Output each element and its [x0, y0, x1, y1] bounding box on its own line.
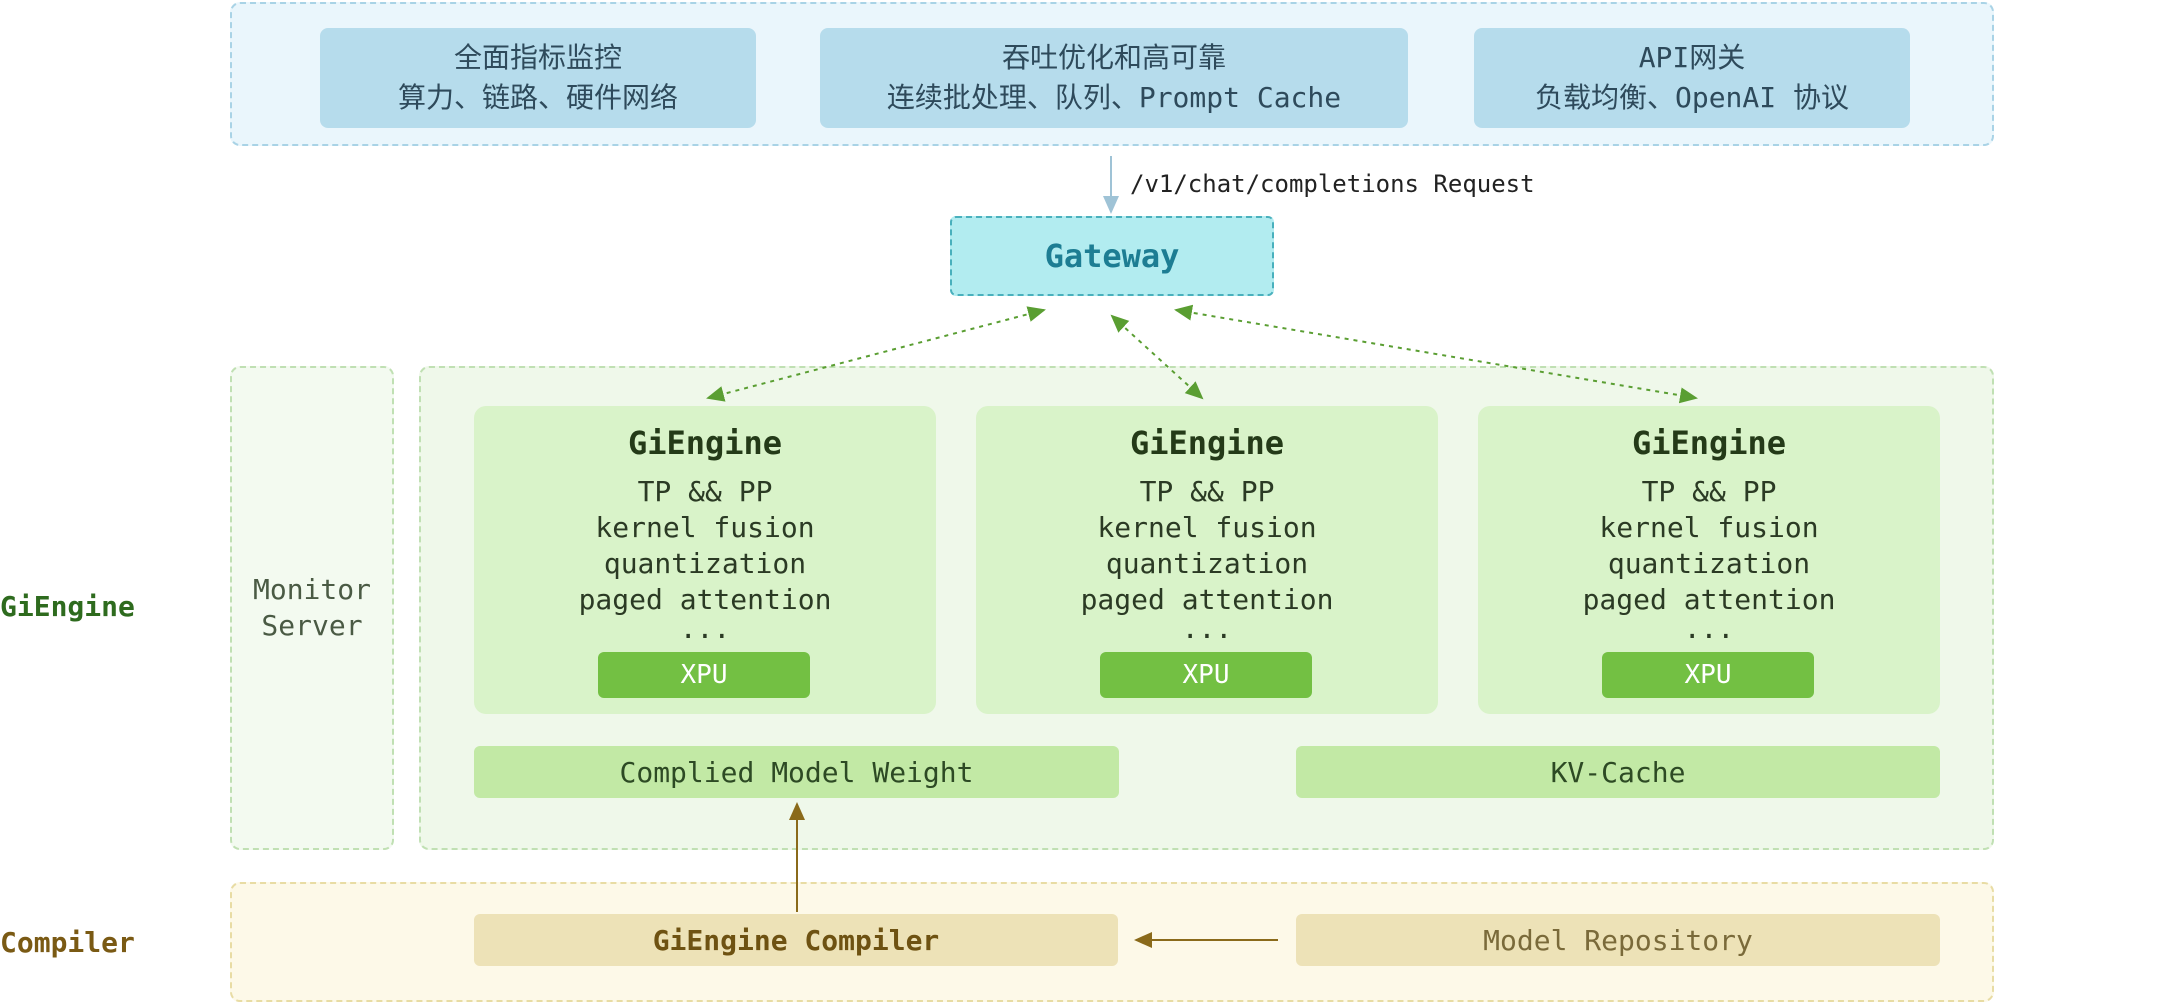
request-endpoint-label: /v1/chat/completions Request	[1130, 170, 1535, 198]
kv-cache-box: KV-Cache	[1296, 746, 1940, 798]
api-gateway-feature-box: API网关 负载均衡、OpenAI 协议	[1474, 28, 1910, 128]
xpu-badge: XPU	[1602, 652, 1814, 698]
giengine-section-label: GiEngine	[0, 590, 135, 623]
engine-title: GiEngine	[1631, 424, 1787, 462]
throughput-title: 吞吐优化和高可靠	[1001, 41, 1226, 74]
engine-feature: kernel fusion	[595, 511, 815, 544]
gateway-engine-1-arrow	[706, 306, 1046, 402]
engine-feature: paged attention	[578, 583, 832, 616]
gateway-box: Gateway	[950, 216, 1274, 296]
engine-feature: kernel fusion	[1599, 511, 1819, 544]
engine-feature: paged attention	[1582, 583, 1836, 616]
api-gateway-title: API网关	[1638, 41, 1746, 74]
monitoring-feature-box: 全面指标监控 算力、链路、硬件网络	[320, 28, 756, 128]
engine-feature-list: TP && PP kernel fusion quantization page…	[474, 474, 936, 645]
engine-feature: ...	[1683, 612, 1735, 645]
api-gateway-detail: 负载均衡、OpenAI 协议	[1534, 81, 1849, 114]
xpu-badge: XPU	[598, 652, 810, 698]
compiler-section-label: Compiler	[0, 926, 135, 959]
engine-card-2: GiEngine TP && PP kernel fusion quantiza…	[976, 406, 1438, 714]
engine-feature: quantization	[1607, 547, 1811, 580]
throughput-feature-box: 吞吐优化和高可靠 连续批处理、队列、Prompt Cache	[820, 28, 1408, 128]
monitor-line-2: Server	[261, 609, 363, 642]
top-features-band: 全面指标监控 算力、链路、硬件网络 吞吐优化和高可靠 连续批处理、队列、Prom…	[230, 2, 1994, 146]
engine-feature: TP && PP	[637, 475, 773, 508]
engine-title: GiEngine	[1129, 424, 1285, 462]
engine-feature: quantization	[1105, 547, 1309, 580]
giengine-compiler-box: GiEngine Compiler	[474, 914, 1118, 966]
model-repository-box: Model Repository	[1296, 914, 1940, 966]
engine-feature-list: TP && PP kernel fusion quantization page…	[1478, 474, 1940, 645]
engine-card-3: GiEngine TP && PP kernel fusion quantiza…	[1478, 406, 1940, 714]
engine-feature: TP && PP	[1641, 475, 1777, 508]
engine-feature: ...	[1181, 612, 1233, 645]
gateway-engine-3-arrow	[1174, 304, 1698, 404]
engine-feature: kernel fusion	[1097, 511, 1317, 544]
monitor-line-1: Monitor	[252, 573, 371, 606]
monitoring-detail: 算力、链路、硬件网络	[397, 81, 678, 114]
engine-feature: ...	[679, 612, 731, 645]
engine-title: GiEngine	[627, 424, 783, 462]
gateway-engine-2-arrow	[1110, 314, 1204, 400]
xpu-badge: XPU	[1100, 652, 1312, 698]
engine-feature: quantization	[603, 547, 807, 580]
engine-card-1: GiEngine TP && PP kernel fusion quantiza…	[474, 406, 936, 714]
monitoring-title: 全面指标监控	[453, 41, 622, 74]
engine-feature: paged attention	[1080, 583, 1334, 616]
engine-feature-list: TP && PP kernel fusion quantization page…	[976, 474, 1438, 645]
throughput-detail: 连续批处理、队列、Prompt Cache	[886, 81, 1342, 114]
compiled-model-weight-box: Complied Model Weight	[474, 746, 1119, 798]
monitor-server-box: Monitor Server	[230, 366, 394, 850]
engine-feature: TP && PP	[1139, 475, 1275, 508]
